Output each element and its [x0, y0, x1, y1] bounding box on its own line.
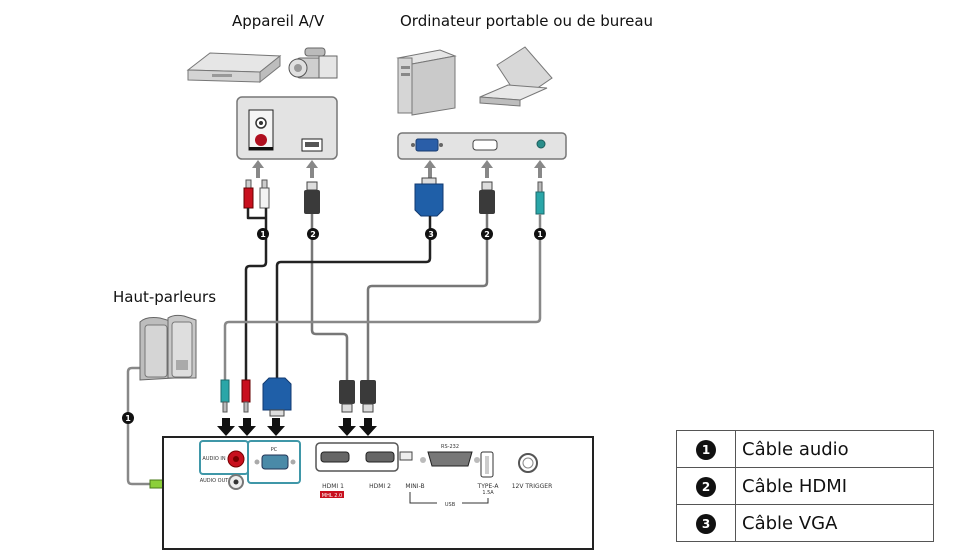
svg-text:2: 2 — [484, 230, 490, 239]
hdmi-connector-bottom-1 — [339, 380, 355, 413]
av-device-label: Appareil A/V — [232, 12, 325, 30]
hdmi2-label: HDMI 2 — [369, 483, 391, 490]
audio-in-label: AUDIO IN — [202, 456, 225, 462]
cable-legend: 1 Câble audio 2 Câble HDMI 3 Câble VGA — [676, 430, 934, 542]
hdmi1-label: HDMI 1 — [322, 483, 344, 490]
speakers-label: Haut-parleurs — [113, 288, 217, 306]
cable-badge-hdmi-pc: 2 — [481, 228, 493, 240]
number-badge-icon: 1 — [696, 440, 716, 460]
laptop-icon — [479, 46, 553, 107]
vga-connector-bottom — [262, 377, 292, 417]
audio-jack-pc — [535, 181, 545, 215]
cable-badge-speaker: 1 — [122, 412, 134, 424]
svg-text:2: 2 — [310, 230, 316, 239]
rca-connector — [243, 179, 270, 209]
audio-jack-bottom-red — [241, 379, 251, 413]
computer-port-panel — [397, 132, 567, 160]
usb-label: USB — [445, 502, 456, 508]
cables — [126, 208, 542, 486]
legend-label: Câble audio — [735, 430, 934, 468]
cable-badge-audio-av: 1 — [257, 228, 269, 240]
upward-arrows — [252, 160, 546, 178]
camcorder-icon — [288, 47, 338, 79]
legend-row: 1 Câble audio — [676, 430, 934, 468]
cable-badge-audio-pc: 1 — [534, 228, 546, 240]
mini-b-label: MINI-B — [405, 483, 424, 490]
vga-connector-top — [414, 177, 444, 217]
cable-badge-vga: 3 — [425, 228, 437, 240]
computer-label: Ordinateur portable ou de bureau — [400, 12, 654, 30]
legend-label: Câble HDMI — [735, 467, 934, 505]
legend-row: 3 Câble VGA — [676, 504, 934, 542]
desktop-computer-icon — [396, 49, 457, 116]
audio-out-label: AUDIO OUT — [200, 478, 230, 484]
dvd-player-icon — [186, 52, 282, 84]
pc-port-label: PC — [271, 447, 278, 453]
svg-text:3: 3 — [428, 230, 434, 239]
svg-text:1: 1 — [125, 414, 131, 423]
rs232-label: RS-232 — [441, 444, 459, 450]
svg-text:1: 1 — [260, 230, 266, 239]
mhl-badge: MHL 2.0 — [322, 493, 342, 499]
speakers-icon — [139, 314, 197, 381]
legend-row: 2 Câble HDMI — [676, 467, 934, 505]
audio-jack-bottom-teal — [220, 379, 230, 413]
number-badge-icon: 3 — [696, 514, 716, 534]
hdmi-connector-pc — [479, 181, 495, 214]
number-badge-icon: 2 — [696, 477, 716, 497]
type-a-rating: 1.5A — [482, 490, 494, 496]
legend-label: Câble VGA — [735, 504, 934, 542]
av-device-port-panel — [236, 96, 338, 160]
cable-badge-hdmi-av: 2 — [307, 228, 319, 240]
hdmi-connector-bottom-2 — [360, 380, 376, 413]
projector-rear-panel: AUDIO IN AUDIO OUT PC HDMI 1 MHL 2.0 HDM… — [162, 436, 594, 550]
type-a-label: TYPE-A — [477, 483, 500, 490]
trigger-label: 12V TRIGGER — [512, 483, 553, 490]
cable-badges: 1 2 3 2 1 1 — [122, 228, 546, 424]
svg-text:1: 1 — [537, 230, 543, 239]
hdmi-connector-av — [304, 181, 320, 214]
